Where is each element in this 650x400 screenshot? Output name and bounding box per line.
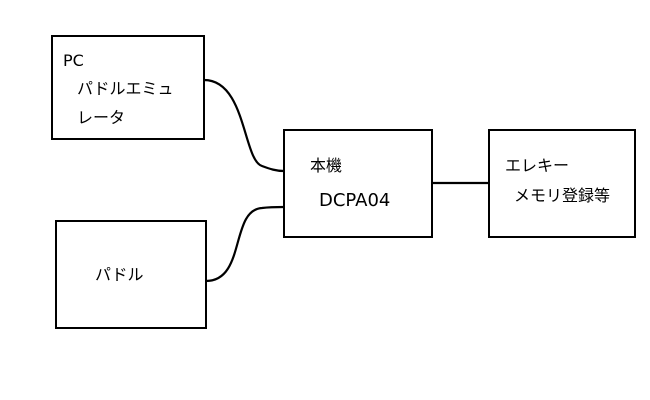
pc-box-label-later: レータ: [77, 108, 126, 127]
keyer-box-label-elekey: エレキー: [505, 156, 570, 175]
keyer-box-label-memory: メモリ登録等: [514, 186, 611, 205]
main-unit-label-honki: 本機: [310, 156, 343, 175]
pc-to-main-wire: [203, 78, 285, 173]
main-unit-box: 本機 DCPA04: [283, 129, 433, 238]
main-unit-label-model: DCPA04: [319, 190, 391, 211]
pc-paddle-emulator-box: PC パドルエミュ レータ: [51, 35, 205, 140]
paddle-to-main-wire: [205, 205, 285, 283]
elekey-memory-box: エレキー メモリ登録等: [488, 129, 636, 238]
pc-box-label-paddle-emu: パドルエミュ: [77, 79, 174, 98]
paddle-box: パドル: [55, 220, 207, 329]
paddle-box-label: パドル: [95, 265, 144, 284]
pc-box-label-pc: PC: [63, 51, 84, 70]
